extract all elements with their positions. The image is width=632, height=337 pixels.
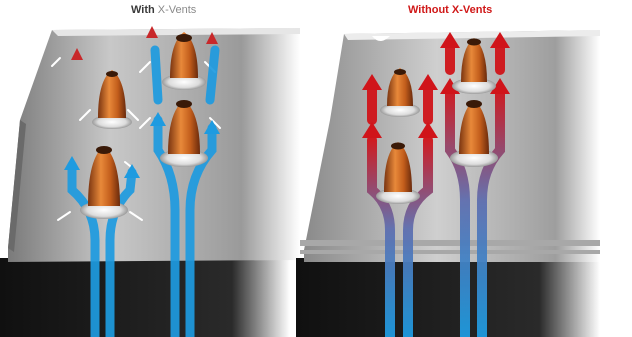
left-caption: With X-Vents [131,4,196,16]
right-caption: Without X-Vents [408,4,492,16]
right-heatsink-base [296,258,600,337]
right-caption-strong: Without [408,4,449,16]
right-caption-rest: X-Vents [449,4,492,16]
left-heatsink-base [0,258,290,337]
left-caption-strong: With [131,4,155,16]
left-caption-rest: X-Vents [155,4,197,16]
right-heatsink [296,30,600,337]
left-heatsink [0,26,300,337]
